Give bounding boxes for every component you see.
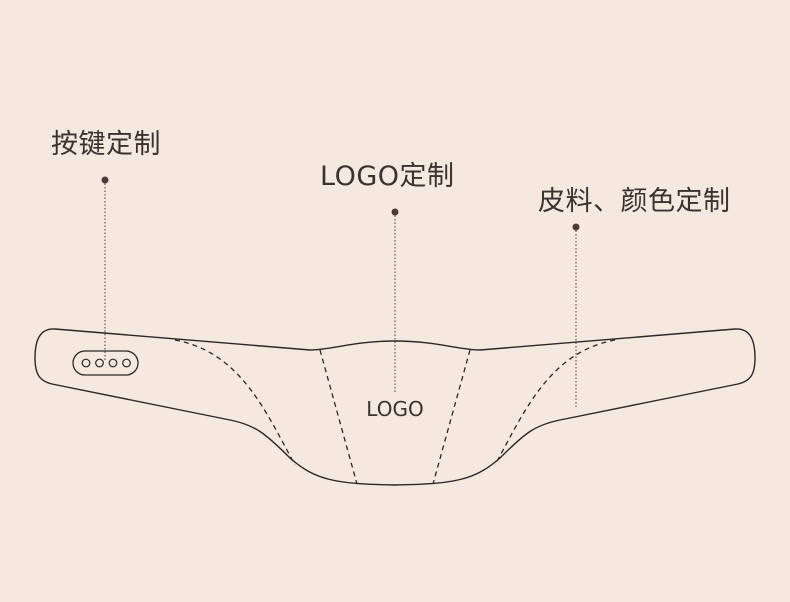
seam-left-inner: [319, 349, 358, 485]
device-logo-text: LOGO: [366, 397, 423, 421]
callout-button-customization: 按键定制: [51, 129, 161, 160]
control-button-3: [108, 358, 118, 368]
control-button-1: [81, 358, 91, 368]
seam-right-inner: [432, 349, 471, 485]
seam-right-curve: [494, 339, 616, 466]
device-outline: [34, 328, 756, 486]
callout-leather-color-customization: 皮料、颜色定制: [538, 186, 731, 217]
button-panel: [72, 350, 139, 376]
control-button-4: [122, 358, 131, 368]
control-buttons: [81, 358, 131, 368]
leader-dot-leather: [572, 223, 580, 231]
leader-dot-logo: [391, 208, 399, 216]
callout-logo-customization: LOGO定制: [320, 161, 455, 192]
seam-left-curve: [174, 339, 296, 466]
control-button-2: [95, 358, 104, 368]
leader-dot-buttons: [101, 176, 109, 184]
